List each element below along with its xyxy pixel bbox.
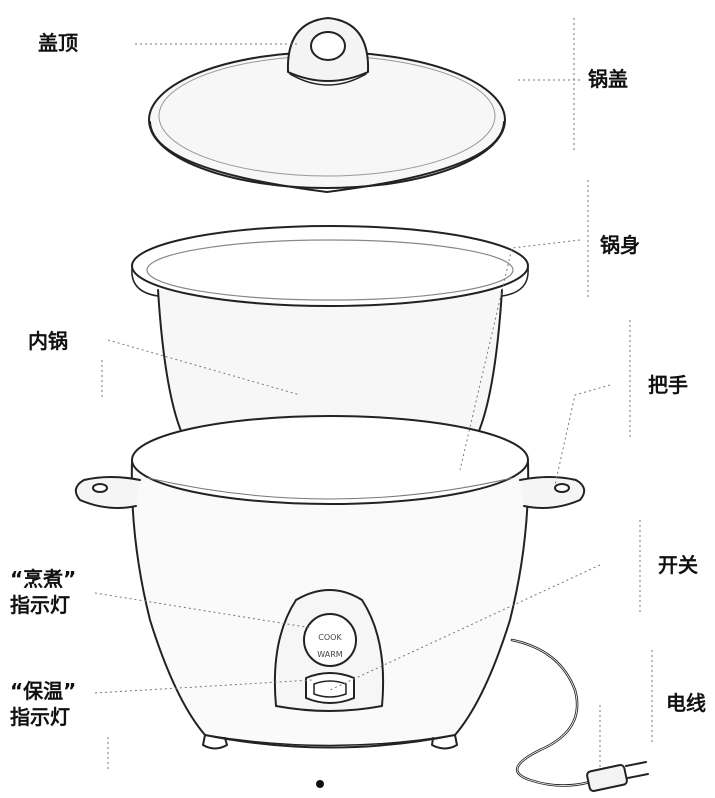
panel-warm-text: WARM [317,650,343,659]
label-cord: 电线 [666,691,706,715]
label-body: 锅身 [600,233,640,257]
label-handle: 把手 [648,373,688,397]
label-inner-pot: 内锅 [28,329,68,353]
panel-cook-text: COOK [318,633,342,642]
label-lid: 锅盖 [588,67,628,91]
leader-lines [94,18,653,770]
right-handle-drawing [519,476,586,509]
lid-drawing [148,51,506,193]
lid-knob-drawing [286,17,370,86]
label-lid-top: 盖顶 [38,31,78,55]
inner-pot-drawing [131,225,529,459]
left-handle-drawing [74,476,141,509]
label-warm-light: “保温” 指示灯 [10,679,77,729]
label-switch: 开关 [658,553,698,577]
bottom-dot [316,780,324,788]
power-cord-drawing [510,638,649,792]
label-cook-light: “烹煮” 指示灯 [10,567,77,617]
control-panel-drawing [273,589,385,712]
